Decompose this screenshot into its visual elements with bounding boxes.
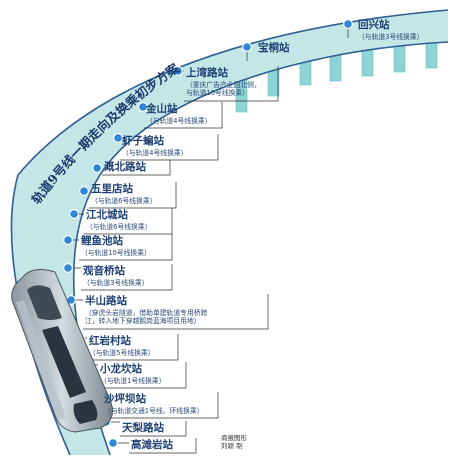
station-transfer-note: （与轨道4号线换乘）	[122, 148, 188, 157]
station-label: 观音桥站（与轨道3号线换乘）	[83, 266, 149, 287]
station-label: 宝桐站	[258, 43, 290, 54]
station-dot	[62, 235, 73, 246]
station-transfer-note: （与轨道4号线换乘）	[146, 116, 212, 125]
station-name: 小龙坎站	[100, 363, 142, 375]
station-name: 五里店站	[91, 183, 133, 195]
graphic-credit: 商报图形 刘颖 制	[221, 434, 247, 451]
station-transfer-note: （与轨道3号线换乘）	[358, 32, 424, 41]
station-dot	[78, 186, 89, 197]
station-dot	[107, 438, 118, 449]
station-label: 虾子蝙站（与轨道4号线换乘）	[122, 136, 188, 157]
station-name: 上湾路站	[186, 67, 228, 79]
elevated-track	[11, 10, 448, 455]
station-label: 天梨路站	[122, 423, 164, 434]
station-label: 高滩岩站	[131, 440, 173, 451]
station-transfer-note: （与轨道交通1号线、环线换乘）	[104, 406, 204, 415]
station-label: 半山路站（穿虎头岩隧道，借助单建轨道专用桥跨 江，转入地下穿越鹅岗蓝海项目用地）	[85, 296, 207, 325]
station-label: 江北城站（与轨道6号线换乘）	[86, 210, 152, 231]
station-name: 宝桐站	[258, 42, 290, 54]
station-name: 高滩岩站	[131, 439, 173, 451]
station-transfer-note: （与轨道10号线换乘）	[81, 248, 151, 257]
station-dot	[138, 101, 149, 112]
station-dot	[91, 163, 102, 174]
station-transfer-note: （重庆广告产业园北侧， 与轨道10号线换乘）	[186, 80, 261, 97]
station-label: 溉北路站	[104, 162, 146, 173]
station-label: 金山站（与轨道4号线换乘）	[146, 104, 212, 125]
station-transfer-note: （与轨道6号线换乘）	[91, 196, 157, 205]
station-name: 红岩村站	[89, 335, 131, 347]
station-label: 回兴站（与轨道3号线换乘）	[358, 20, 424, 41]
station-label: 沙坪坝站（与轨道交通1号线、环线换乘）	[104, 394, 203, 415]
station-name: 沙坪坝站	[104, 393, 146, 405]
station-leader	[116, 438, 197, 454]
station-name: 溉北路站	[104, 161, 146, 173]
station-transfer-note: （与轨道3号线换乘）	[83, 278, 149, 287]
station-dot	[173, 65, 184, 76]
station-label: 上湾路站（重庆广告产业园北侧， 与轨道10号线换乘）	[186, 68, 261, 97]
station-label: 鲤鱼池站（与轨道10号线换乘）	[81, 236, 151, 257]
station-name: 天梨路站	[122, 422, 164, 434]
station-transfer-note: （与轨道5号线换乘）	[89, 348, 155, 357]
station-name: 回兴站	[358, 19, 390, 31]
station-name: 半山路站	[85, 295, 127, 307]
station-transfer-note: （与轨道6号线换乘）	[86, 222, 152, 231]
station-dot	[68, 209, 79, 220]
station-label: 小龙坎站（与轨道1号线换乘）	[100, 364, 166, 385]
monorail-train	[11, 269, 113, 433]
station-name: 观音桥站	[83, 265, 125, 277]
station-dot	[62, 263, 73, 274]
station-dot	[343, 19, 354, 30]
station-name: 江北城站	[86, 209, 128, 221]
station-name: 鲤鱼池站	[81, 235, 123, 247]
station-label: 红岩村站（与轨道5号线换乘）	[89, 336, 155, 357]
station-dot	[242, 41, 253, 52]
station-transfer-note: （穿虎头岩隧道，借助单建轨道专用桥跨 江，转入地下穿越鹅岗蓝海项目用地）	[85, 308, 208, 325]
station-transfer-note: （与轨道1号线换乘）	[100, 376, 166, 385]
station-name: 金山站	[146, 103, 178, 115]
station-name: 虾子蝙站	[122, 135, 164, 147]
station-dot	[112, 133, 123, 144]
station-label: 五里店站（与轨道6号线换乘）	[91, 184, 157, 205]
